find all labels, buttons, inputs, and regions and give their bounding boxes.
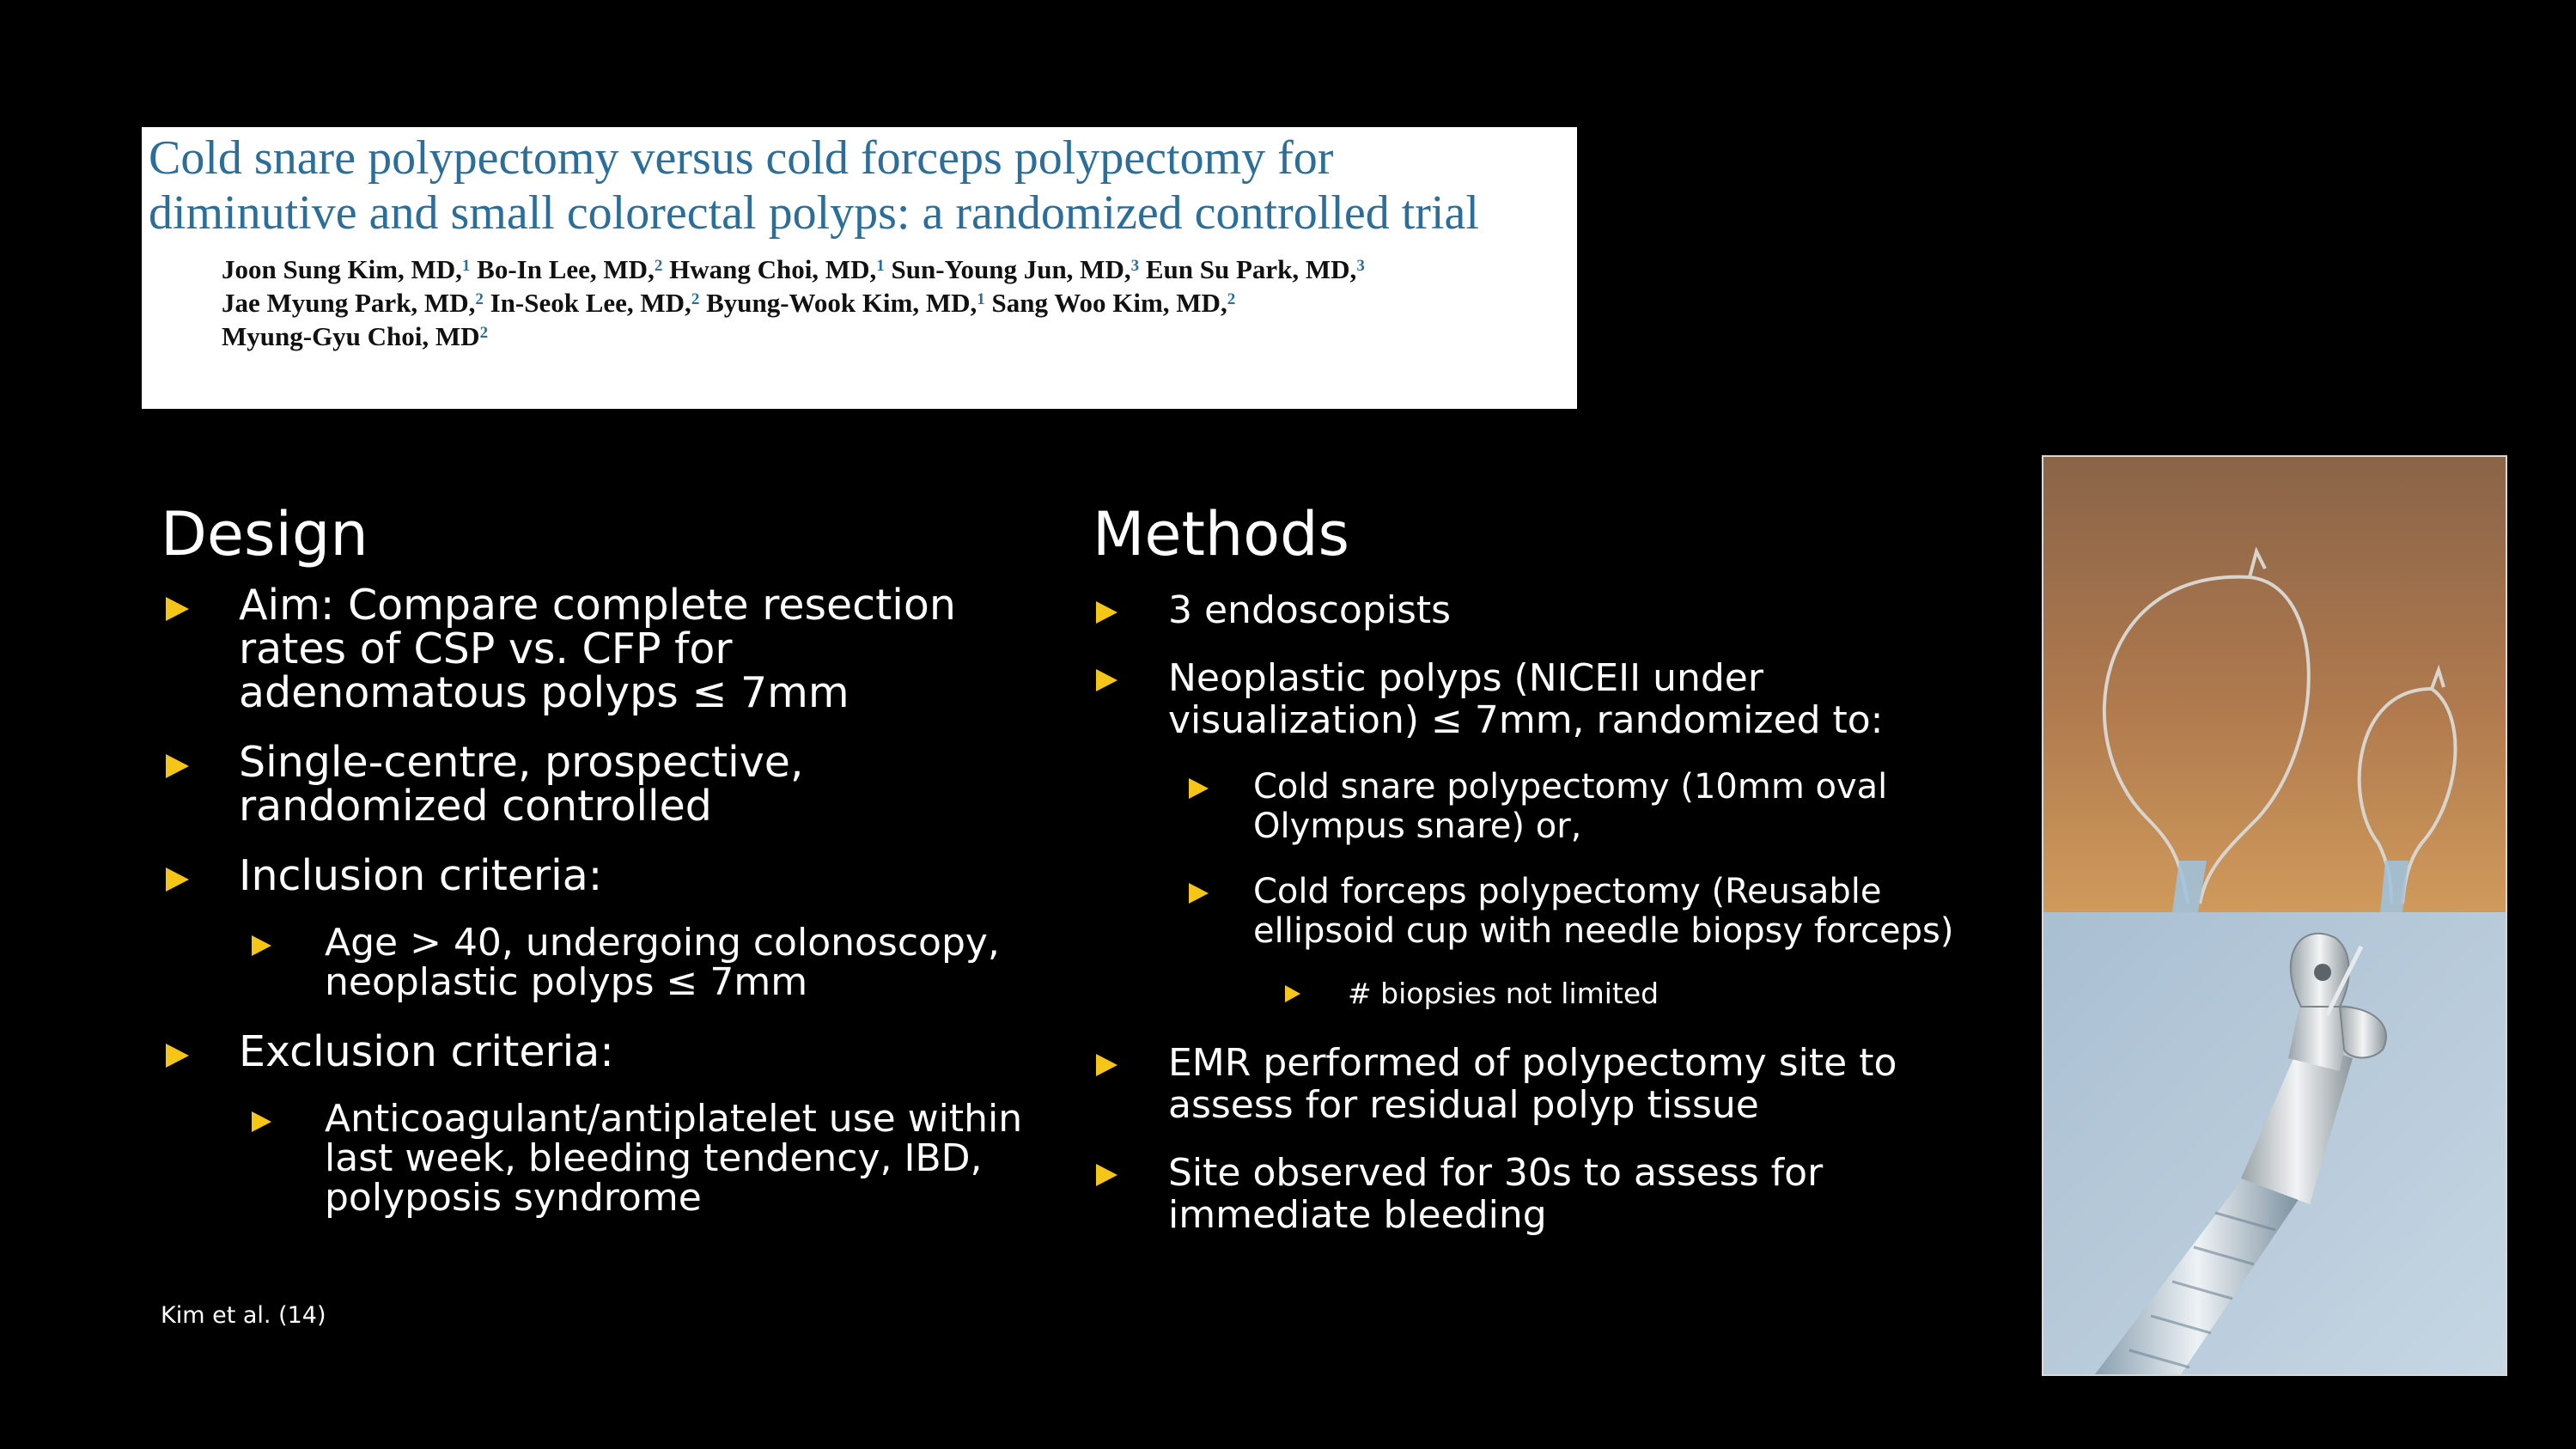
author-affiliation: 2 — [475, 290, 484, 308]
paper-title: Cold snare polypectomy versus cold force… — [149, 131, 1479, 240]
csp-arm-item: Cold snare polypectomy (10mm oval Olympu… — [1096, 767, 1964, 846]
paper-header-image: Cold snare polypectomy versus cold force… — [142, 127, 1577, 409]
design-list: Aim: Compare complete resection rates of… — [166, 583, 1033, 1245]
author-name: Bo-In Lee, MD, — [470, 254, 655, 284]
bullet-triangle-icon — [166, 1044, 189, 1068]
design-heading: Design — [161, 499, 368, 569]
author-affiliation: 1 — [461, 257, 471, 275]
emr-item: EMR performed of polypectomy site to ass… — [1096, 1042, 1964, 1126]
design-type-item: Single-centre, prospective, randomized c… — [166, 740, 1033, 828]
methods-list: 3 endoscopists Neoplastic polyps (NICEII… — [1096, 589, 1964, 1262]
paper-authors: Joon Sung Kim, MD,1 Bo-In Lee, MD,2 Hwan… — [222, 253, 1570, 353]
exclusion-detail-item: Anticoagulant/antiplatelet use within la… — [166, 1099, 1033, 1218]
exclusion-criteria-item: Exclusion criteria: — [166, 1030, 1033, 1074]
design-aim-item: Aim: Compare complete resection rates of… — [166, 583, 1033, 715]
bullet-triangle-icon — [1189, 883, 1209, 904]
bullet-triangle-icon — [1096, 1164, 1117, 1186]
forceps-image — [2043, 912, 2506, 1374]
bullet-triangle-icon — [252, 935, 271, 956]
endoscopists-item: 3 endoscopists — [1096, 589, 1964, 631]
bullet-triangle-icon — [1096, 601, 1117, 624]
author-name: Joon Sung Kim, MD, — [222, 254, 462, 284]
author-affiliation: 2 — [1227, 290, 1236, 308]
bullet-triangle-icon — [1189, 778, 1209, 799]
bullet-triangle-icon — [166, 868, 189, 892]
author-affiliation: 1 — [977, 290, 985, 308]
randomization-item: Neoplastic polyps (NICEII under visualiz… — [1096, 657, 1964, 741]
author-affiliation: 2 — [654, 257, 663, 275]
bullet-triangle-icon — [1285, 985, 1300, 1002]
bullet-triangle-icon — [166, 597, 189, 621]
bullet-triangle-icon — [1096, 1054, 1117, 1076]
author-affiliation: 3 — [1356, 257, 1365, 275]
author-affiliation: 1 — [876, 257, 885, 275]
bullet-triangle-icon — [166, 754, 189, 778]
author-name: In-Seok Lee, MD, — [483, 288, 691, 318]
author-name: Sun-Young Jun, MD, — [884, 254, 1131, 284]
observation-item: Site observed for 30s to assess for imme… — [1096, 1152, 1964, 1236]
bullet-triangle-icon — [252, 1111, 271, 1132]
snare-image — [2043, 457, 2506, 912]
author-name: Hwang Choi, MD, — [662, 254, 877, 284]
author-affiliation: 2 — [691, 290, 700, 308]
citation: Kim et al. (14) — [161, 1302, 326, 1329]
author-name: Byung-Wook Kim, MD, — [699, 288, 977, 318]
bullet-triangle-icon — [1096, 669, 1117, 691]
author-name: Jae Myung Park, MD, — [222, 288, 476, 318]
inclusion-criteria-item: Inclusion criteria: — [166, 854, 1033, 898]
author-name: Myung-Gyu Choi, MD — [222, 321, 480, 351]
cfp-arm-item: Cold forceps polypectomy (Reusable ellip… — [1096, 872, 1964, 951]
author-affiliation: 2 — [479, 324, 489, 342]
biopsies-item: # biopsies not limited — [1096, 977, 1964, 1011]
author-name: Sang Woo Kim, MD, — [984, 288, 1227, 318]
methods-heading: Methods — [1093, 499, 1350, 569]
snare-and-forceps-photo — [2042, 455, 2507, 1376]
author-affiliation: 3 — [1130, 257, 1140, 275]
author-name: Eun Su Park, MD, — [1139, 254, 1357, 284]
inclusion-detail-item: Age > 40, undergoing colonoscopy, neopla… — [166, 923, 1033, 1002]
